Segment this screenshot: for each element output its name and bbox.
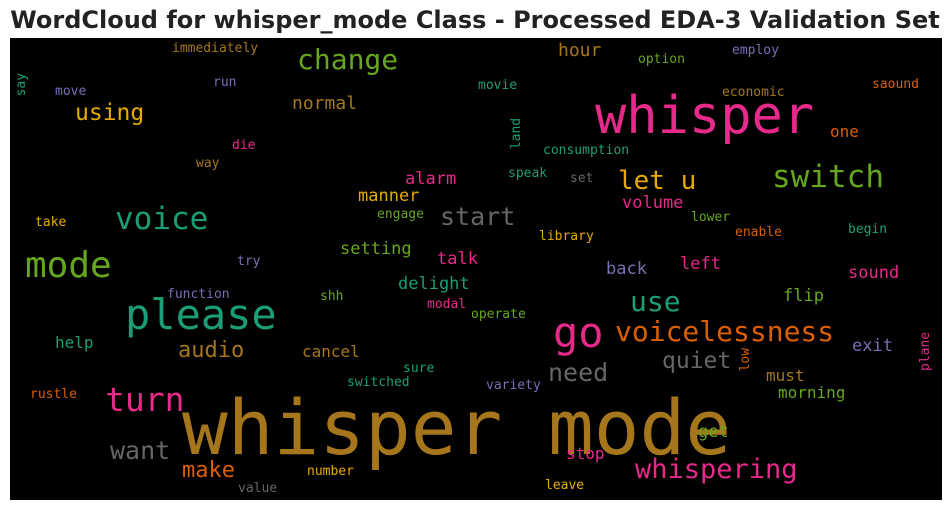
word-sure: sure <box>403 361 435 376</box>
word-die: die <box>232 138 256 153</box>
word-back: back <box>606 259 647 279</box>
word-sound: sound <box>848 263 900 283</box>
word-please: please <box>125 290 277 339</box>
word-low: low <box>738 347 753 372</box>
word-make: make <box>182 458 235 483</box>
word-stop: stop <box>566 444 605 463</box>
word-using: using <box>75 100 145 126</box>
word-library: library <box>539 229 594 244</box>
word-economic: economic <box>722 85 785 100</box>
word-left: left <box>680 254 721 274</box>
word-volume: volume <box>622 193 684 213</box>
word-audio: audio <box>178 338 245 363</box>
word-immediately: immediately <box>172 41 259 56</box>
word-normal: normal <box>292 93 358 114</box>
word-must: must <box>766 366 805 385</box>
word-start: start <box>440 202 516 231</box>
word-consumption: consumption <box>543 143 630 158</box>
word-change: change <box>297 43 399 76</box>
word-saound: saound <box>872 77 919 92</box>
word-value: value <box>238 481 278 496</box>
word-use: use <box>630 285 681 318</box>
word-cancel: cancel <box>302 342 360 361</box>
word-leave: leave <box>545 478 585 493</box>
word-whispering: whispering <box>635 454 798 485</box>
word-option: option <box>638 52 685 67</box>
word-hour: hour <box>558 40 602 61</box>
word-want: want <box>110 436 171 465</box>
word-speak: speak <box>508 166 548 181</box>
word-number: number <box>307 464 354 479</box>
word-land: land <box>509 117 524 150</box>
chart-title: WordCloud for whisper_mode Class - Proce… <box>10 6 940 34</box>
word-engage: engage <box>377 207 424 222</box>
word-move: move <box>55 84 87 99</box>
word-run: run <box>213 75 237 90</box>
word-voice: voice <box>115 201 209 237</box>
word-help: help <box>55 333 94 352</box>
word-set: set <box>570 171 594 186</box>
word-setting: setting <box>340 239 412 259</box>
word-whisper-mode: whisper mode <box>182 383 732 472</box>
word-quiet: quiet <box>662 348 732 374</box>
word-alarm: alarm <box>405 169 457 189</box>
word-voicelessness: voicelessness <box>615 315 835 348</box>
word-operate: operate <box>471 307 526 322</box>
word-function: function <box>167 287 230 302</box>
word-morning: morning <box>778 383 846 402</box>
word-let-u: let u <box>618 166 697 196</box>
word-turn: turn <box>105 380 185 419</box>
word-go: go <box>553 308 604 357</box>
word-take: take <box>35 215 67 230</box>
word-say: say <box>14 72 29 97</box>
word-switched: switched <box>347 375 410 390</box>
word-way: way <box>196 156 220 171</box>
word-one: one <box>830 122 859 141</box>
word-whisper: whisper <box>595 86 815 146</box>
word-employ: employ <box>732 43 779 58</box>
word-manner: manner <box>358 186 420 206</box>
word-plane: plane <box>918 331 933 371</box>
word-begin: begin <box>848 222 888 237</box>
word-variety: variety <box>486 378 541 393</box>
word-need: need <box>548 358 609 387</box>
word-enable: enable <box>735 225 782 240</box>
word-delight: delight <box>398 274 470 294</box>
word-switch: switch <box>772 159 884 195</box>
word-exit: exit <box>852 336 893 356</box>
word-modal: modal <box>427 297 467 312</box>
word-lower: lower <box>691 210 731 225</box>
word-talk: talk <box>437 249 478 269</box>
word-get: get <box>698 422 729 442</box>
word-flip: flip <box>783 286 824 306</box>
word-try: try <box>237 254 261 269</box>
word-mode: mode <box>25 245 112 286</box>
word-rustle: rustle <box>30 387 77 402</box>
word-movie: movie <box>478 78 518 93</box>
word-shh: shh <box>320 289 344 304</box>
